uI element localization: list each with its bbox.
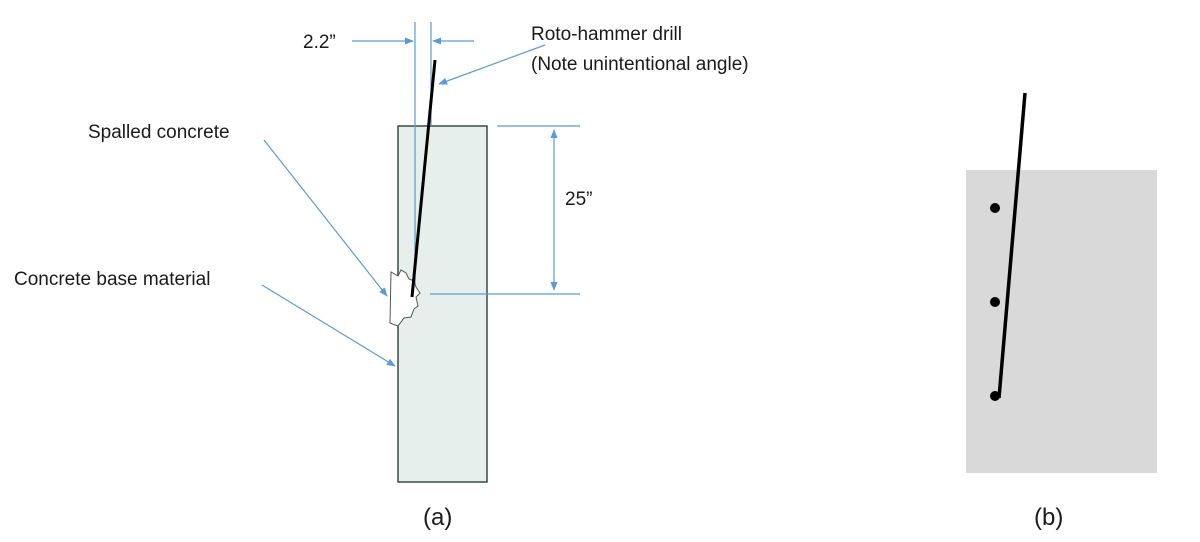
drill-path-b (997, 92, 1027, 399)
drill-leader (438, 44, 546, 85)
caption-b: (b) (1034, 504, 1063, 531)
anchor-point-middle (990, 297, 1000, 307)
drill-note-label: (Note unintentional angle) (531, 54, 749, 75)
panel-b-block (966, 170, 1157, 473)
drill-title-label: Roto-hammer drill (531, 24, 682, 45)
caption-a: (a) (423, 504, 452, 531)
figure-b: (b) (966, 92, 1157, 531)
spalled-leader (263, 139, 388, 297)
depth-dimension-label: 25” (565, 189, 592, 210)
anchor-point-bottom (990, 391, 1000, 401)
concrete-base-label: Concrete base material (14, 269, 210, 290)
base-leader (261, 284, 396, 367)
figure-a: 2.2” 25” Roto-hammer drill (Note uninten… (14, 22, 749, 531)
drill-bit (410, 59, 437, 298)
anchor-point-top (990, 203, 1000, 213)
spalled-concrete-label: Spalled concrete (88, 122, 230, 143)
offset-dimension-label: 2.2” (303, 32, 336, 53)
